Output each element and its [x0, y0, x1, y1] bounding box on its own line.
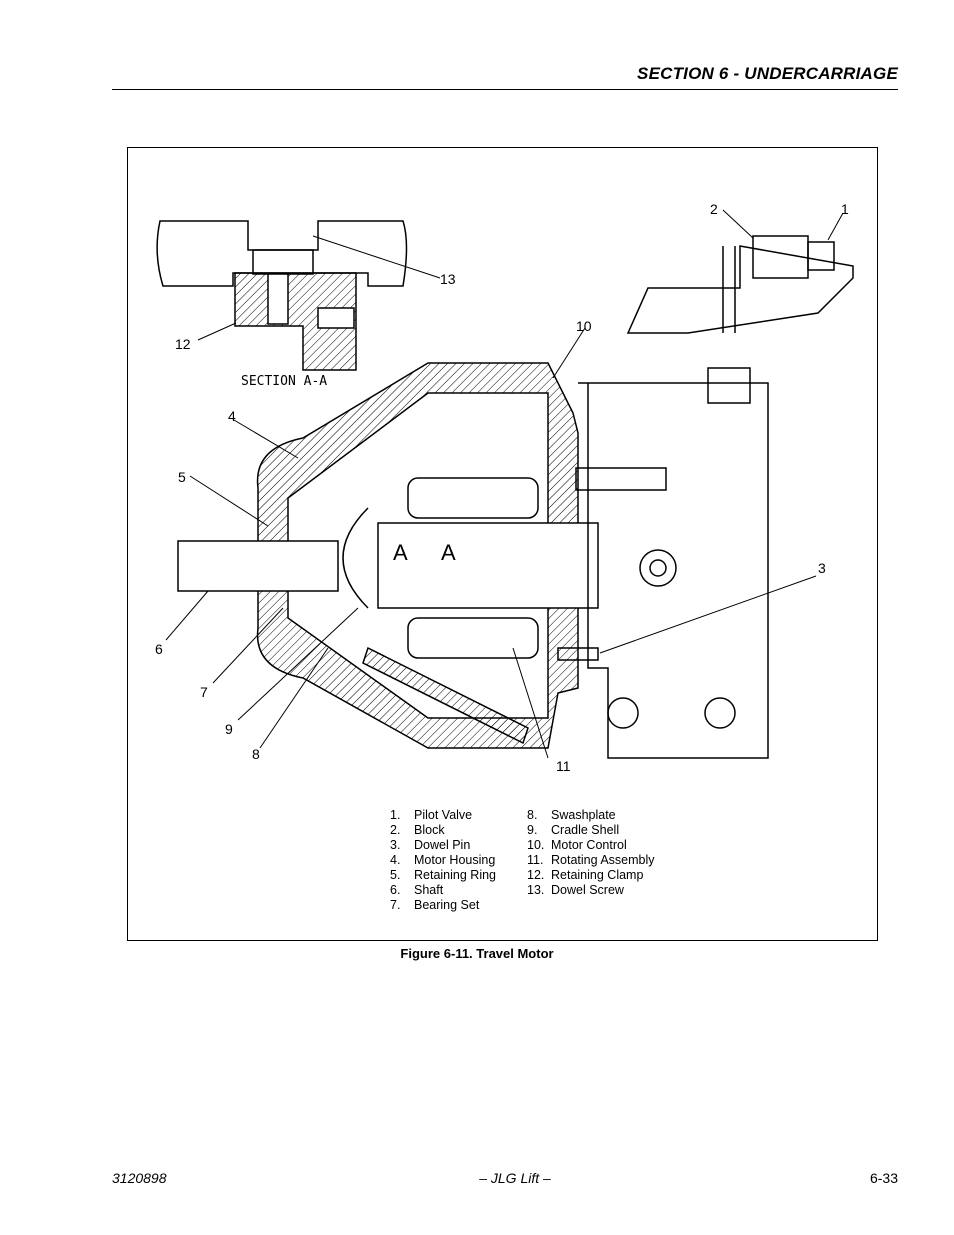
callout-4: 4	[228, 408, 236, 424]
legend-item: 6.Shaft	[390, 883, 444, 897]
callout-12: 12	[175, 336, 191, 352]
legend-item: 13.Dowel Screw	[527, 883, 624, 897]
section-letter-right: A	[441, 540, 456, 565]
legend-item: 2.Block	[390, 823, 445, 837]
callout-3: 3	[818, 560, 826, 576]
callout-8: 8	[252, 746, 260, 762]
section-letter-left: A	[393, 540, 408, 565]
parts-legend-right: 8.Swashplate 9.Cradle Shell 10.Motor Con…	[527, 808, 655, 898]
section-header-title: SECTION 6 - UNDERCARRIAGE	[637, 64, 898, 83]
callout-2: 2	[710, 201, 718, 217]
legend-item: 12.Retaining Clamp	[527, 868, 644, 882]
figure-frame: SECTION A-A A A 1 2 3 4 5 6 7 8 9 10 11 …	[127, 147, 878, 941]
section-a-a-label: SECTION A-A	[241, 374, 327, 389]
header-rule	[112, 89, 898, 90]
callout-6: 6	[155, 641, 163, 657]
legend-item: 3.Dowel Pin	[390, 838, 471, 852]
legend-item: 10.Motor Control	[527, 838, 627, 852]
callout-11: 11	[556, 758, 571, 774]
pilot-valve-detail	[626, 235, 854, 334]
callout-10: 10	[576, 318, 592, 334]
parts-legend-left: 1.Pilot Valve 2.Block 3.Dowel Pin 4.Moto…	[390, 808, 496, 913]
figure-caption: Figure 6-11. Travel Motor	[400, 946, 554, 961]
leader-lines	[165, 209, 844, 759]
legend-item: 5.Retaining Ring	[390, 868, 496, 882]
legend-item: 9.Cradle Shell	[527, 823, 620, 837]
travel-motor-drawing: SECTION A-A A A 1 2 3 4 5 6 7 8 9 10 11 …	[155, 201, 854, 774]
footer-page-number: 6-33	[869, 1170, 898, 1186]
section-a-a-detail	[156, 220, 408, 371]
legend-item: 1.Pilot Valve	[390, 808, 473, 822]
legend-item: 8.Swashplate	[527, 808, 616, 822]
callout-7: 7	[200, 684, 208, 700]
legend-item: 4.Motor Housing	[390, 853, 496, 867]
motor-housing-drawing	[177, 362, 769, 759]
footer-doc-number: 3120898	[112, 1170, 167, 1186]
footer-publisher: – JLG Lift –	[479, 1170, 551, 1186]
legend-item: 11.Rotating Assembly	[527, 853, 655, 867]
legend-item: 7.Bearing Set	[390, 898, 480, 912]
callout-13: 13	[440, 271, 456, 287]
callout-5: 5	[178, 469, 186, 485]
callout-9: 9	[225, 721, 233, 737]
callout-1: 1	[841, 201, 849, 217]
